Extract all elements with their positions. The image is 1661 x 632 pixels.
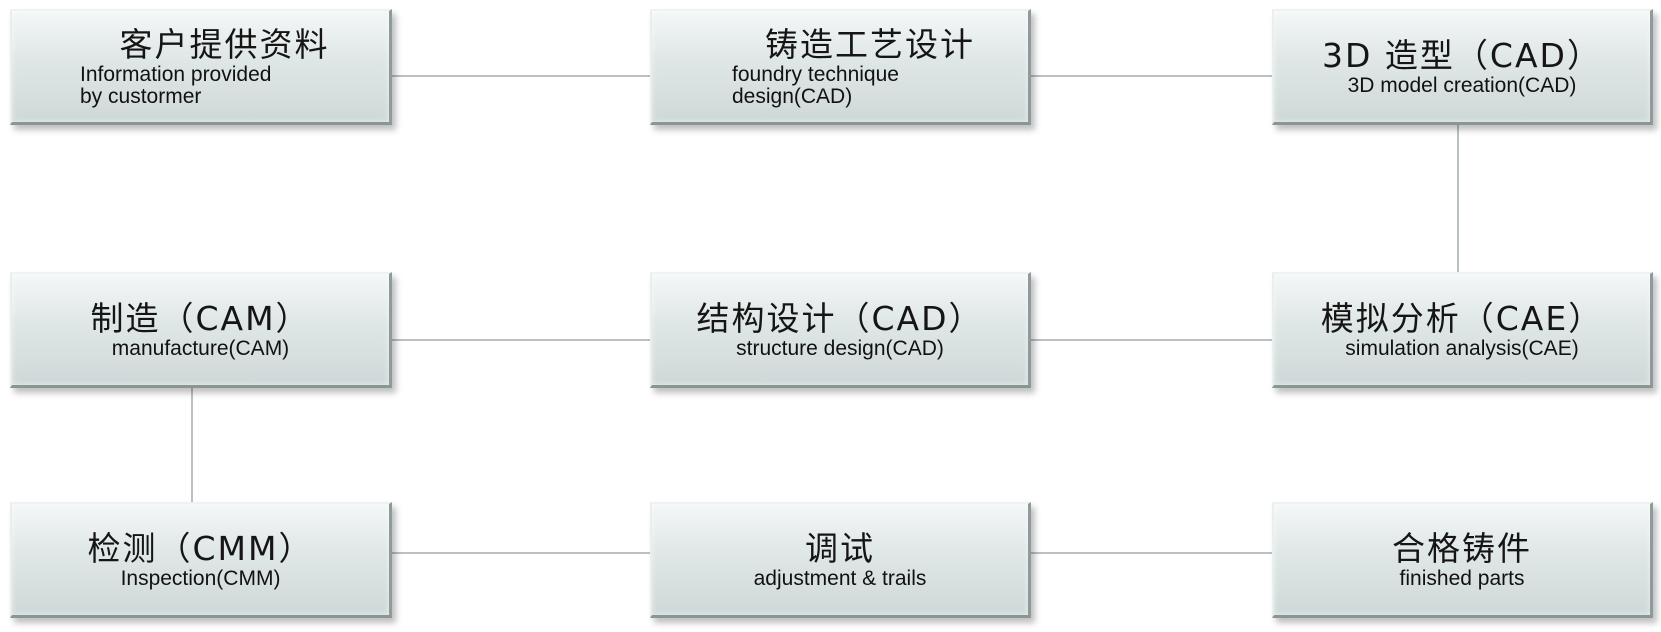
step-finished-parts-en: finished parts	[1399, 566, 1525, 590]
step-inspection-en: Inspection(CMM)	[120, 566, 281, 590]
step-finished-parts: 合格铸件 finished parts	[1272, 502, 1653, 618]
step-adjustment-trails-en: adjustment & trails	[753, 566, 927, 590]
step-simulation-analysis-en: simulation analysis(CAE)	[1345, 336, 1579, 360]
step-finished-parts-cn: 合格铸件	[1392, 528, 1532, 568]
step-structure-design-cn: 结构设计（CAD）	[696, 298, 984, 338]
step-structure-design-en: structure design(CAD)	[736, 336, 944, 360]
step-customer-information-en: Information provided by custormer	[80, 62, 272, 108]
step-manufacture-cn: 制造（CAM）	[90, 298, 311, 338]
step-foundry-technique-design-cn: 铸造工艺设计	[765, 24, 975, 64]
step-simulation-analysis-cn: 模拟分析（CAE）	[1320, 298, 1604, 338]
step-customer-information: 客户提供资料 Information provided by custormer	[10, 9, 392, 125]
step-manufacture: 制造（CAM） manufacture(CAM)	[10, 272, 392, 388]
step-inspection: 检测（CMM） Inspection(CMM)	[10, 502, 392, 618]
step-simulation-analysis: 模拟分析（CAE） simulation analysis(CAE)	[1272, 272, 1653, 388]
step-inspection-cn: 检测（CMM）	[87, 528, 314, 568]
step-manufacture-en: manufacture(CAM)	[111, 336, 290, 360]
step-foundry-technique-design-en: foundry technique design(CAD)	[732, 62, 899, 108]
step-structure-design: 结构设计（CAD） structure design(CAD)	[650, 272, 1031, 388]
step-customer-information-cn: 客户提供资料	[119, 24, 330, 64]
step-3d-model-creation-cn: 3D 造型（CAD）	[1322, 35, 1602, 75]
step-3d-model-creation: 3D 造型（CAD） 3D model creation(CAD)	[1272, 9, 1653, 125]
step-3d-model-creation-en: 3D model creation(CAD)	[1347, 73, 1577, 97]
step-foundry-technique-design: 铸造工艺设计 foundry technique design(CAD)	[650, 9, 1031, 125]
step-adjustment-trails-cn: 调试	[805, 528, 875, 568]
step-adjustment-trails: 调试 adjustment & trails	[650, 502, 1031, 618]
